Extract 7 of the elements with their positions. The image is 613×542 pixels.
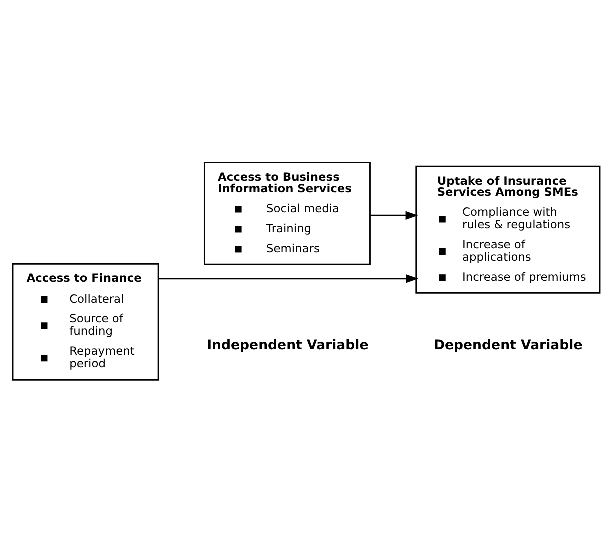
arrow: [158, 274, 419, 283]
label: Independent Variable: [207, 338, 369, 353]
node-box: Uptake of Insurance Services Among SMEs Compliance with rules & regulations Increase of applications Increase of premiums: [416, 165, 601, 294]
label: Dependent Variable: [434, 338, 583, 353]
arrow: [370, 210, 418, 220]
node-box: Access to Business Information Services Social media Training Seminars: [204, 162, 371, 265]
node-box: Access to Finance Collateral Source of funding Repayment period: [12, 262, 160, 380]
